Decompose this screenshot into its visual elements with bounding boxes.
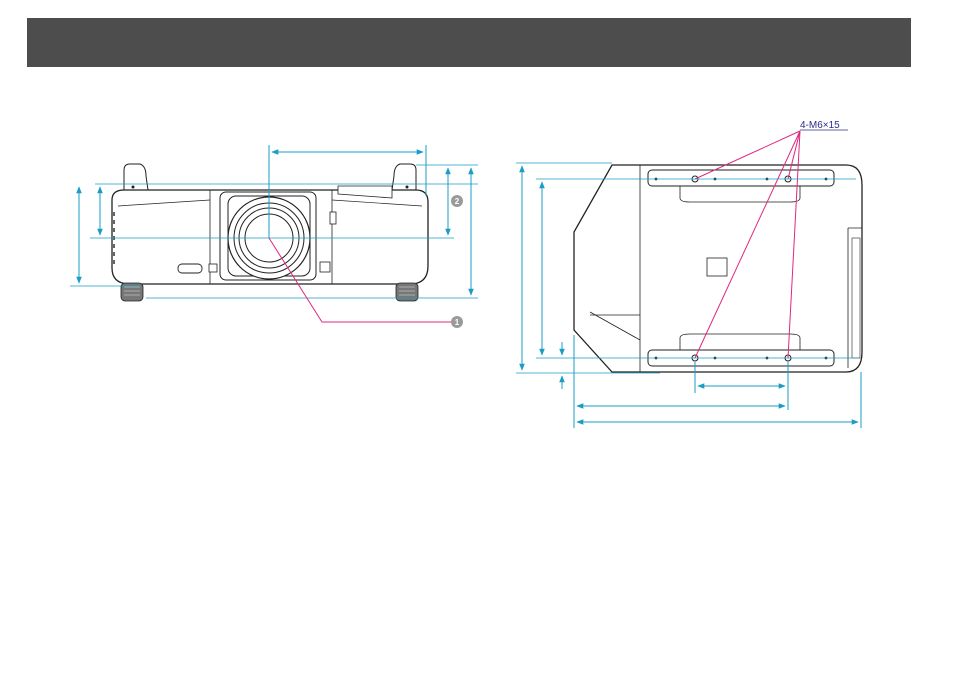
left-handle — [124, 164, 148, 190]
marker-2: 2 — [451, 195, 463, 207]
svg-text:1: 1 — [455, 318, 460, 327]
bottom-view: 4-M6×15 — [516, 120, 862, 428]
center-panel — [707, 258, 727, 276]
front-view: 1 2 — [70, 145, 478, 328]
svg-text:2: 2 — [455, 197, 460, 206]
marker-1: 1 — [451, 316, 463, 328]
mount-spec-label: 4-M6×15 — [800, 120, 840, 131]
right-handle — [392, 164, 416, 190]
front-button — [178, 264, 202, 273]
